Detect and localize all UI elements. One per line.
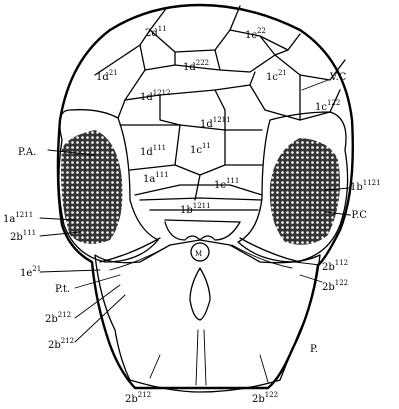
label-1d-1212: 1d1212 — [140, 89, 171, 103]
midline-structures — [100, 222, 300, 385]
label-2d-11: 2d11 — [145, 25, 167, 39]
label-1b-1211: 1b1211 — [180, 202, 211, 216]
label-1d-21: 1d21 — [96, 69, 118, 83]
label-vc: V.C — [329, 72, 347, 83]
label-1c-111: 1c111 — [214, 177, 239, 191]
label-1c-11: 1c11 — [190, 142, 211, 156]
label-pa: P.A. — [18, 147, 36, 158]
tissue-regions — [59, 110, 348, 392]
label-2b-122-right: 2b122 — [322, 279, 348, 293]
label-1c-122: 1c122 — [315, 99, 340, 113]
label-2b-212-b: 2b212 — [48, 337, 74, 351]
left-dark-tissue — [61, 130, 123, 244]
label-1d-111: 1d111 — [140, 144, 166, 158]
right-dark-tissue — [270, 138, 340, 245]
label-p: P. — [310, 344, 318, 355]
label-2b-212-bottom: 2b212 — [125, 391, 151, 405]
primitive-streak — [196, 330, 206, 385]
label-1e-21: 1e21 — [20, 265, 41, 279]
label-1b-1121: 1b1121 — [350, 179, 381, 193]
notochord — [190, 268, 210, 320]
label-1d-1211: 1d1211 — [200, 116, 231, 130]
label-2b-112: 2b112 — [322, 259, 348, 273]
posterior-cell-mass — [95, 240, 320, 392]
label-pc: -P.C — [348, 210, 367, 221]
label-1d-222: 1d222 — [183, 59, 209, 73]
label-2b-212-a: 2b212 — [45, 311, 71, 325]
label-2b-111: 2b111 — [10, 229, 36, 243]
label-1c-21: 1c21 — [266, 69, 287, 83]
neural-fold — [165, 222, 240, 240]
label-1a-111: 1a111 — [143, 171, 169, 185]
label-1a-1211: 1a1211 — [3, 211, 33, 225]
label-2b-122-bottom: 2b122 — [252, 391, 278, 405]
label-m: M — [195, 250, 202, 258]
label-pt: P.t. — [55, 284, 70, 295]
